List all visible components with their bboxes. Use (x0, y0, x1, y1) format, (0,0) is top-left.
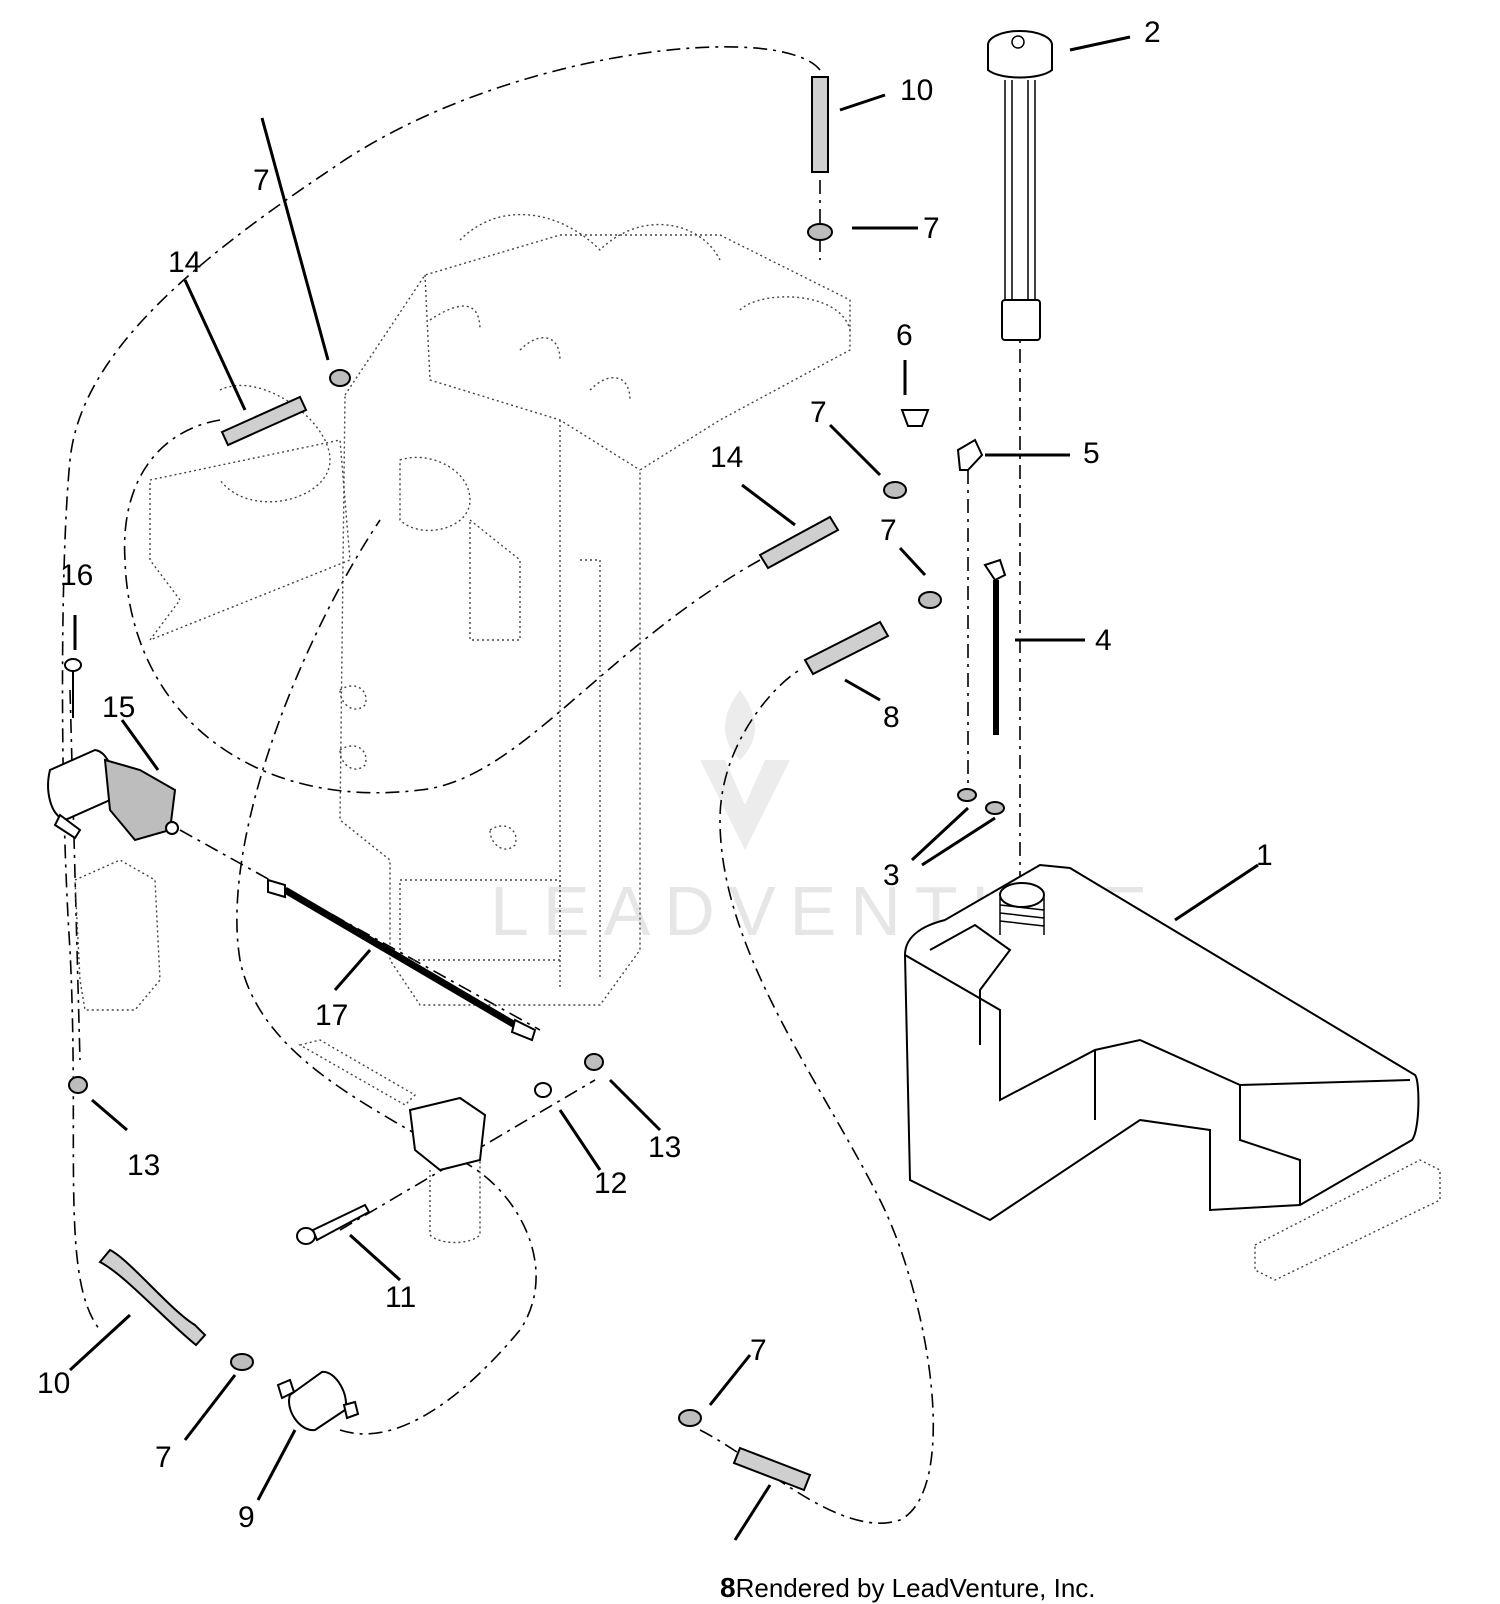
washer (534, 1082, 552, 1098)
hose (811, 76, 829, 173)
callout-4: 4 (1095, 624, 1112, 657)
callout-14: 14 (168, 246, 201, 279)
hose (98, 1248, 207, 1347)
nut (68, 1076, 88, 1094)
hose-clamp (883, 481, 907, 499)
callout-7: 7 (155, 1441, 172, 1474)
callout-11: 11 (385, 1281, 416, 1314)
callout-1: 1 (1256, 839, 1273, 872)
callout-16: 16 (60, 559, 93, 592)
hose-clamp (678, 1409, 702, 1427)
callout-10: 10 (37, 1367, 70, 1400)
callout-17: 17 (315, 999, 348, 1032)
hose-clamp (918, 591, 942, 609)
hose-clamp (807, 223, 833, 241)
tank-filler-neck (999, 882, 1045, 908)
footer-credit: 8Rendered by LeadVenture, Inc. (720, 1572, 1096, 1604)
fuel-gauge-icon (1011, 35, 1025, 49)
callout-13: 13 (648, 1131, 681, 1164)
callout-9: 9 (238, 1501, 255, 1534)
engine-outline (147, 213, 851, 1006)
callout-12: 12 (594, 1167, 627, 1200)
fuel-tank (903, 863, 1420, 1222)
fuel-cap-sender (987, 30, 1053, 341)
grommet (985, 801, 1005, 815)
callout-labels: 1 2 3 4 5 6 7 7 7 7 7 7 8 9 10 10 11 12 … (37, 16, 1273, 1534)
callout-6: 6 (896, 319, 913, 352)
hose-clamp (329, 369, 351, 387)
callout-7: 7 (880, 514, 897, 547)
engine-loop-path (123, 419, 761, 794)
bolt-11 (296, 1203, 371, 1245)
hose (220, 395, 308, 447)
pickup-tube-elbow (983, 558, 1007, 582)
fuel-pump (47, 748, 179, 842)
bolt-axis-line (69, 689, 81, 1061)
fuel-line-17 (267, 878, 537, 1042)
callout-3: 3 (883, 859, 900, 892)
callout-8-bottom: 8 (720, 1572, 736, 1603)
tank-strap-outline (1254, 1159, 1441, 1281)
callout-14: 14 (710, 441, 743, 474)
hose (732, 1446, 812, 1492)
hose (803, 620, 890, 676)
watermark-logo-icon (700, 690, 790, 850)
callout-2: 2 (1144, 16, 1161, 49)
pump-bracket-outline (74, 859, 161, 1011)
callout-7: 7 (810, 396, 827, 429)
callout-5: 5 (1083, 437, 1100, 470)
grommet (957, 788, 977, 802)
fuel-filter-assembly (298, 1039, 487, 1244)
return-line-path (699, 669, 935, 1524)
hose (758, 515, 840, 570)
screw-16 (64, 658, 82, 718)
callout-10: 10 (900, 74, 933, 107)
inline-fuel-filter (276, 1370, 360, 1432)
nut (584, 1053, 604, 1071)
callout-7: 7 (750, 1334, 767, 1367)
callout-8: 8 (883, 701, 900, 734)
credit-text: Rendered by LeadVenture, Inc. (735, 1573, 1096, 1603)
elbow-fitting (956, 438, 984, 471)
vent-plug (900, 409, 930, 427)
callout-15: 15 (102, 691, 135, 724)
hose-clamp (230, 1353, 254, 1371)
leader-lines (68, 35, 1259, 1541)
callout-7: 7 (923, 212, 940, 245)
callout-7: 7 (253, 164, 270, 197)
callout-13: 13 (127, 1149, 160, 1182)
